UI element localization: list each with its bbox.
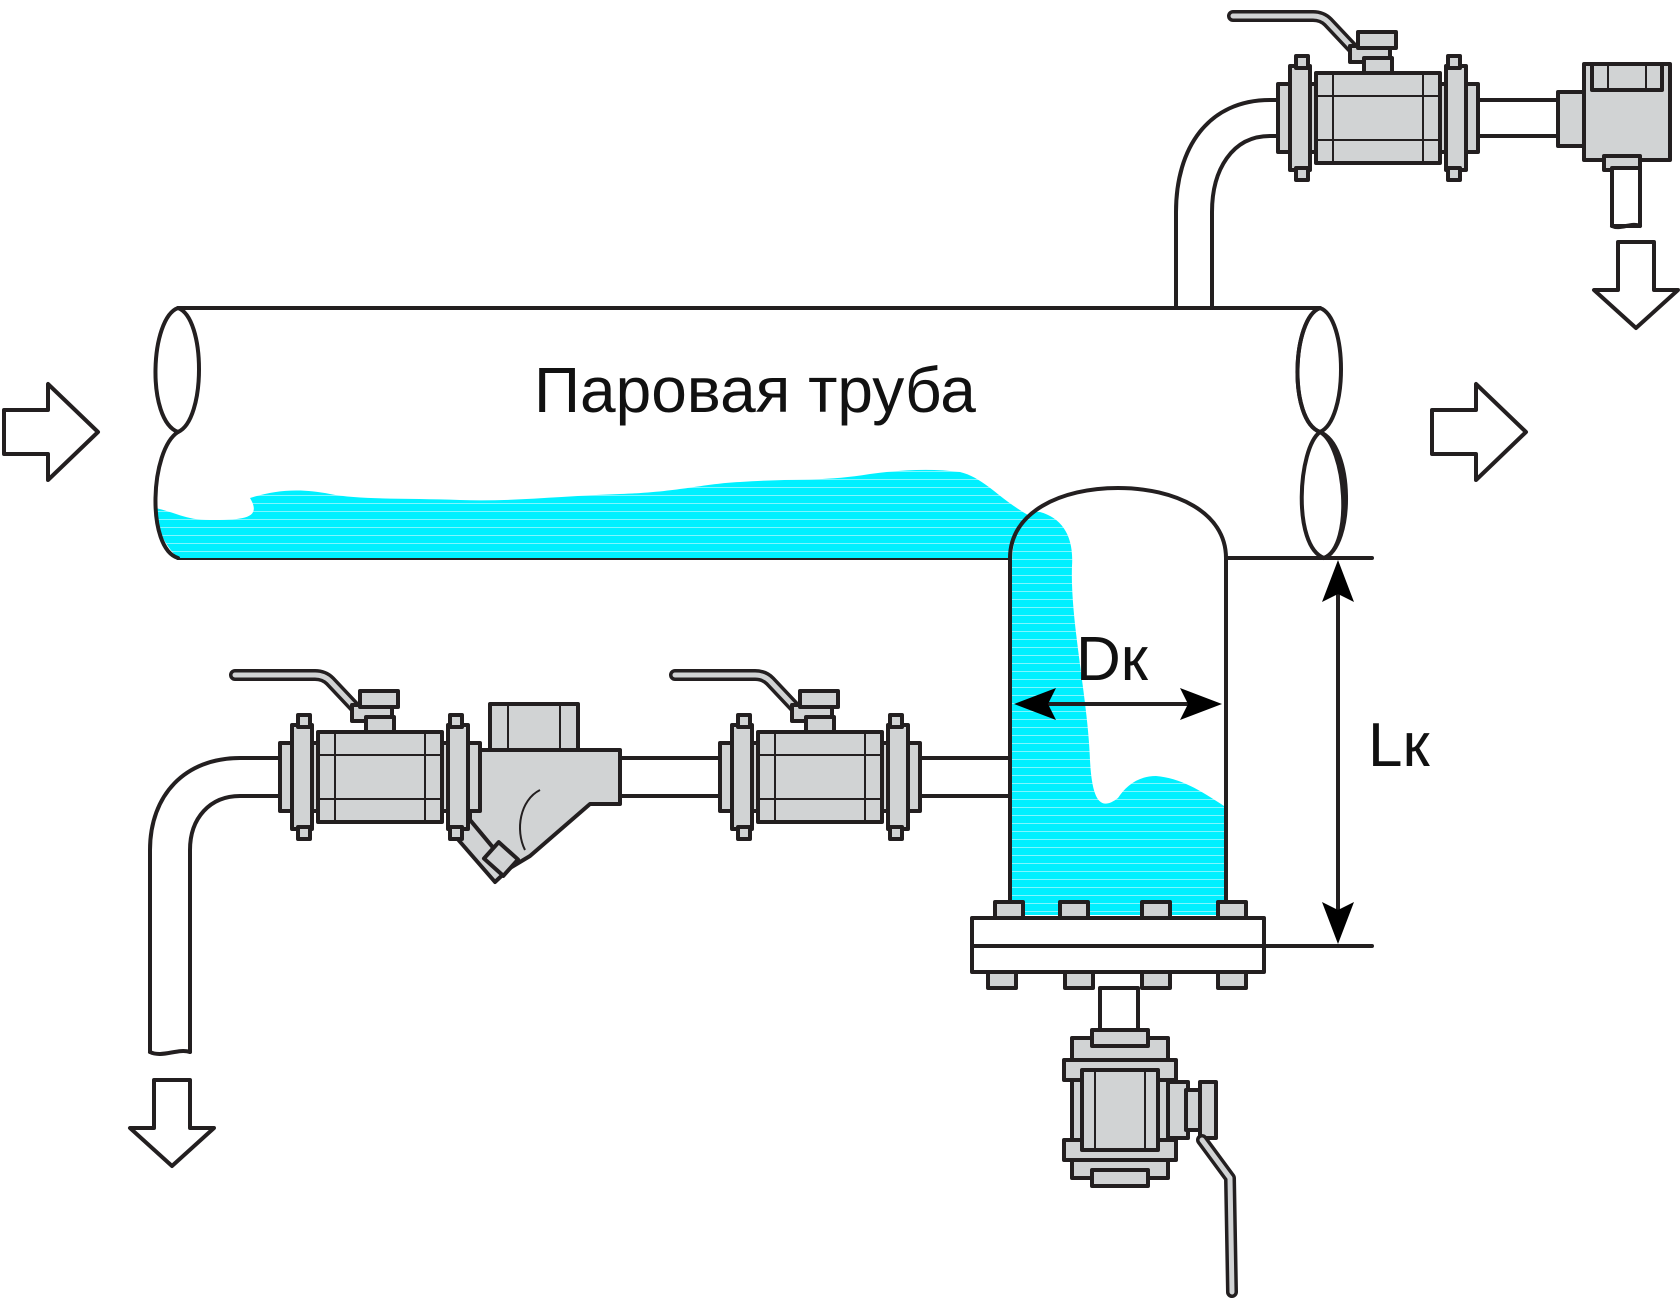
- top-trap-line: [1174, 16, 1672, 310]
- pipe-label: Паровая труба: [534, 354, 976, 426]
- outflow-arrow-icon: [1430, 382, 1528, 482]
- condensate-in-pipe: [155, 469, 1070, 558]
- dimension-dk: Dк: [1014, 625, 1222, 720]
- inflow-arrow-icon: [2, 382, 100, 482]
- left-drain-arrow-icon: [128, 1078, 216, 1168]
- bottom-drain-valve: [1062, 1028, 1238, 1298]
- steam-pipe: Паровая труба: [153, 306, 1348, 560]
- trap-drain-arrow-icon: [1592, 240, 1680, 330]
- bottom-flange: [970, 900, 1266, 1040]
- drip-leg: [1008, 486, 1228, 917]
- diameter-label: Dк: [1076, 625, 1149, 694]
- y-strainer: [453, 702, 622, 884]
- top-ball-valve: [1233, 16, 1478, 180]
- condensate-in-leg: [1012, 511, 1224, 915]
- drain-line-left: [148, 675, 1012, 1056]
- dimension-lk: Lк: [1224, 556, 1430, 948]
- length-label: Lк: [1368, 711, 1430, 780]
- steam-trap: [1556, 62, 1672, 230]
